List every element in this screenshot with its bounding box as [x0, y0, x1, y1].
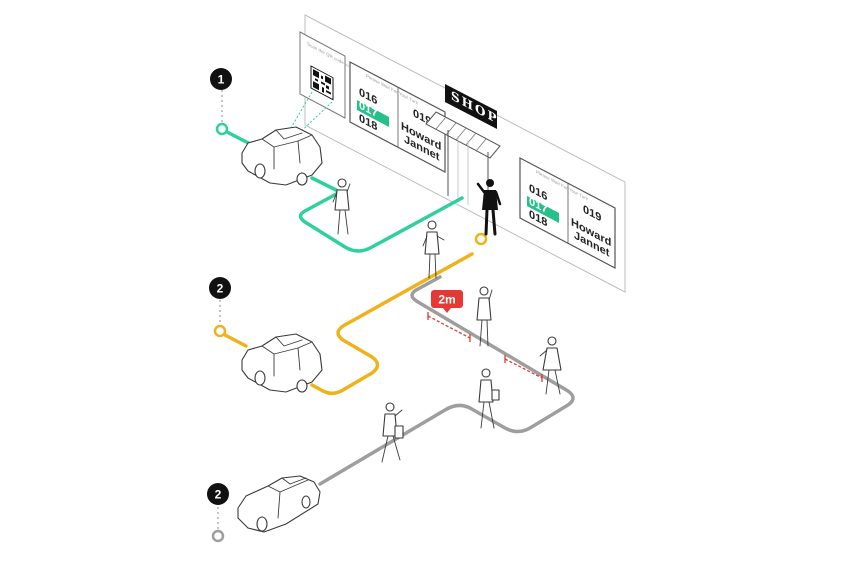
distance-marker-1 — [428, 312, 470, 342]
step-badge-3: 2 — [207, 483, 229, 505]
step-badge-2-label: 2 — [217, 282, 224, 296]
step-badge-2: 2 — [209, 277, 231, 299]
car-1 — [242, 127, 322, 185]
distance-label: 2m — [438, 293, 455, 307]
step-badge-1: 1 — [210, 68, 232, 90]
car-2 — [242, 334, 322, 392]
distance-marker-2 — [505, 355, 542, 382]
distance-badge: 2m — [431, 290, 463, 313]
person-6 — [382, 403, 403, 462]
shop-facade: Scan the QR code to register for your tu… — [285, 15, 625, 292]
step-badge-1-label: 1 — [218, 73, 225, 87]
car-3 — [238, 476, 320, 532]
path-gray-start — [213, 531, 223, 541]
person-1 — [333, 179, 350, 234]
step-badge-3-label: 2 — [215, 488, 222, 502]
path-yellow-end — [476, 234, 486, 244]
person-4 — [540, 337, 561, 394]
